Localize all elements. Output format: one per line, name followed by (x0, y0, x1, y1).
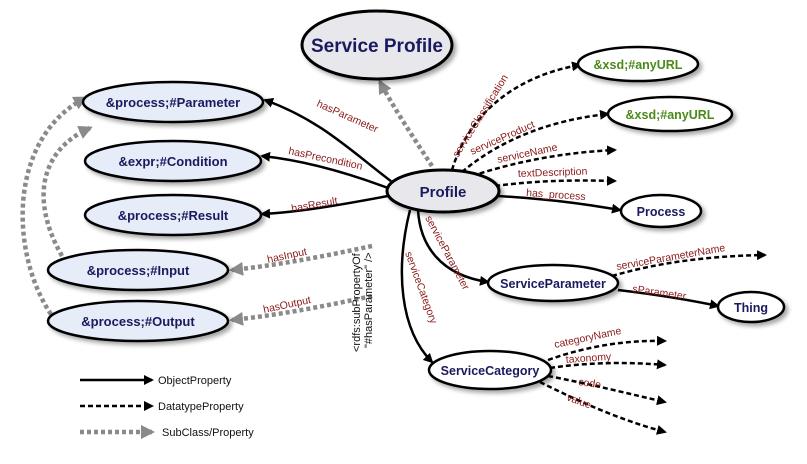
edge-code (547, 374, 667, 406)
node-condition[interactable]: &expr;#Condition (83, 139, 263, 183)
edge-has-parameter (263, 98, 393, 183)
node-anyurl-2[interactable]: &xsd;#anyURL (606, 95, 734, 133)
label-text-description: textDescription (518, 166, 588, 180)
legend-datatype-property-label: DatatypeProperty (158, 401, 244, 413)
label-s-parameter: sParameter (632, 283, 688, 303)
label-has-process: has_process (526, 187, 586, 203)
annotation-line-2: "#hasParameter" /> (363, 252, 375, 348)
node-service-profile[interactable]: Service Profile (300, 9, 454, 81)
node-anyurl-1[interactable]: &xsd;#anyURL (576, 45, 700, 83)
edge-category-name (547, 335, 667, 362)
node-thing-label: Thing (734, 301, 768, 315)
node-profile-label: Profile (420, 184, 467, 201)
edge-value (539, 380, 667, 435)
edge-s-parameter (617, 288, 720, 310)
node-service-parameter-label: ServiceParameter (500, 277, 606, 291)
edge-input-to-parameter-inner (41, 125, 93, 258)
edge-profile-to-service-profile (378, 79, 434, 168)
label-code: code (578, 376, 602, 391)
node-parameter-label: &process;#Parameter (106, 95, 240, 110)
node-input-label: &process;#Input (87, 263, 190, 278)
node-result-label: &process;#Result (118, 208, 229, 223)
node-input[interactable]: &process;#Input (46, 248, 230, 292)
label-value: value (565, 392, 593, 412)
edge-has-precondition (260, 151, 389, 190)
edge-service-parameter-name (611, 250, 767, 278)
edge-service-parameter (416, 209, 490, 286)
label-category-name: categoryName (553, 325, 622, 351)
edge-text-description (494, 175, 617, 188)
legend: ObjectProperty DatatypeProperty SubClass… (80, 375, 254, 439)
edge-taxonomy (549, 359, 667, 370)
node-output-label: &process;#Output (81, 314, 195, 329)
node-service-category[interactable]: ServiceCategory (427, 349, 553, 391)
node-anyurl-2-label: &xsd;#anyURL (626, 108, 715, 122)
legend-object-property-label: ObjectProperty (158, 375, 232, 387)
node-condition-label: &expr;#Condition (118, 154, 227, 169)
edge-output-to-parameter-outer (20, 96, 88, 322)
label-taxonomy: taxonomy (565, 351, 612, 366)
node-service-parameter[interactable]: ServiceParameter (486, 263, 620, 303)
node-service-profile-label: Service Profile (311, 36, 443, 57)
edge-service-product (461, 109, 610, 173)
label-has-result: hasResult (290, 195, 338, 215)
legend-subclass-property-label: SubClass/Property (162, 427, 254, 439)
edges (20, 61, 767, 435)
edge-has-input (229, 243, 373, 276)
edge-service-category (400, 209, 434, 364)
label-service-parameter: serviceParameter (422, 214, 471, 293)
node-result[interactable]: &process;#Result (83, 193, 263, 237)
node-parameter[interactable]: &process;#Parameter (81, 80, 265, 124)
annotation-line-1: <rdfs:subPropertyOf (351, 252, 363, 352)
edge-has-output (229, 293, 373, 326)
node-thing[interactable]: Thing (716, 290, 786, 324)
node-process-label: Process (637, 205, 686, 219)
edge-has-result (260, 194, 389, 219)
edge-service-classification (450, 61, 582, 171)
node-process[interactable]: Process (619, 193, 703, 229)
edge-service-name (471, 145, 617, 178)
subproperty-annotation: <rdfs:subPropertyOf "#hasParameter" /> (351, 252, 375, 352)
node-service-category-label: ServiceCategory (441, 364, 540, 378)
nodes: Service Profile Profile &process;#Parame… (46, 9, 786, 391)
edge-has-process (497, 194, 622, 214)
node-output[interactable]: &process;#Output (46, 299, 230, 343)
node-profile[interactable]: Profile (385, 168, 501, 214)
node-anyurl-1-label: &xsd;#anyURL (594, 58, 683, 72)
